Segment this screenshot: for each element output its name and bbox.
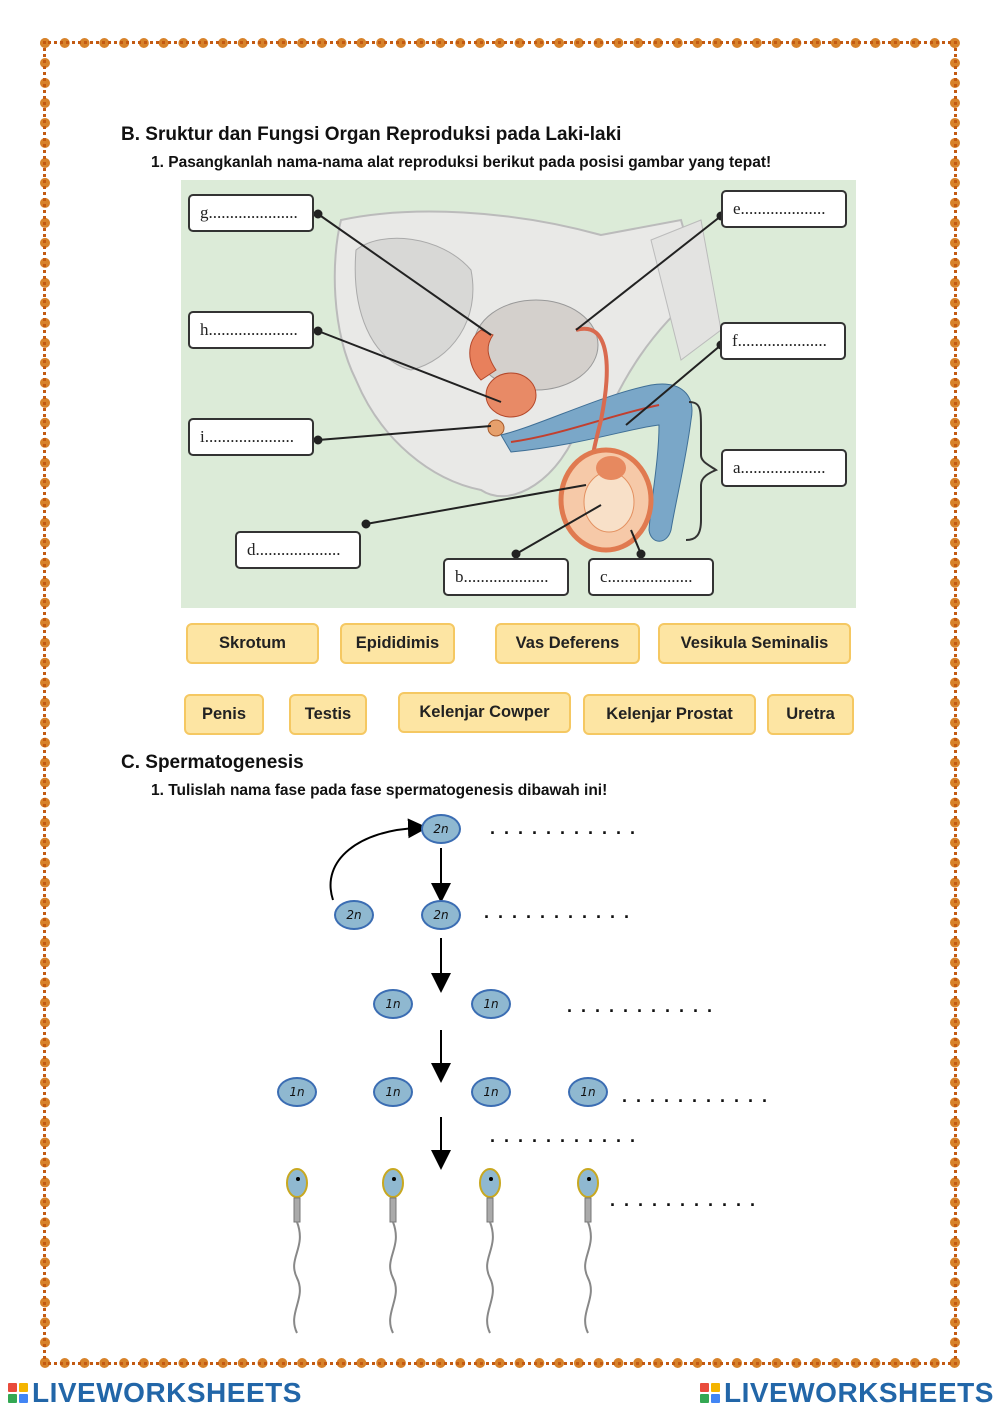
cell: 1n	[373, 1077, 413, 1107]
label-g[interactable]: g.....................	[188, 194, 314, 232]
cell: 1n	[471, 989, 511, 1019]
liveworksheets-logo-left: LIVEWORKSHEETS	[8, 1377, 302, 1409]
label-e[interactable]: e....................	[721, 190, 847, 228]
label-b[interactable]: b....................	[443, 558, 569, 596]
sperm-cells	[286, 1168, 599, 1334]
blank-answer-6[interactable]: . . . . . . . . . . .	[610, 1190, 758, 1210]
answer-tile[interactable]: Kelenjar Cowper	[398, 692, 571, 733]
answer-tile[interactable]: Penis	[184, 694, 264, 735]
liveworksheets-logo-right: LIVEWORKSHEETS	[700, 1377, 994, 1409]
blank-answer-2[interactable]: . . . . . . . . . . .	[484, 902, 632, 922]
blank-answer-5[interactable]: . . . . . . . . . . .	[490, 1126, 638, 1146]
blank-answer-1[interactable]: . . . . . . . . . . .	[490, 818, 638, 838]
brand-text: LIVEWORKSHEETS	[32, 1377, 302, 1408]
liveworksheets-logo-icon	[700, 1383, 720, 1403]
liveworksheets-logo-icon	[8, 1383, 28, 1403]
answer-tile[interactable]: Epididimis	[340, 623, 455, 664]
answer-tile[interactable]: Testis	[289, 694, 367, 735]
label-f[interactable]: f.....................	[720, 322, 846, 360]
brand-text: LIVEWORKSHEETS	[724, 1377, 994, 1408]
cell: 2n	[421, 814, 461, 844]
cell: 2n	[334, 900, 374, 930]
cell: 1n	[373, 989, 413, 1019]
anatomy-illustration	[313, 209, 726, 559]
decorative-border	[40, 38, 960, 1368]
answer-tile[interactable]: Skrotum	[186, 623, 319, 664]
section-c-question: 1. Tulislah nama fase pada fase spermato…	[151, 782, 608, 799]
blank-answer-4[interactable]: . . . . . . . . . . .	[622, 1086, 770, 1106]
answer-tile[interactable]: Vesikula Seminalis	[658, 623, 851, 664]
label-a[interactable]: a....................	[721, 449, 847, 487]
section-c-title: C. Spermatogenesis	[121, 752, 304, 773]
label-c[interactable]: c....................	[588, 558, 714, 596]
cell: 1n	[471, 1077, 511, 1107]
label-i[interactable]: i.....................	[188, 418, 314, 456]
label-d[interactable]: d....................	[235, 531, 361, 569]
section-b-title: B. Sruktur dan Fungsi Organ Reproduksi p…	[121, 124, 622, 145]
answer-tile[interactable]: Uretra	[767, 694, 854, 735]
answer-tile[interactable]: Kelenjar Prostat	[583, 694, 756, 735]
cell: 1n	[568, 1077, 608, 1107]
section-b-question: 1. Pasangkanlah nama-nama alat reproduks…	[151, 154, 772, 171]
blank-answer-3[interactable]: . . . . . . . . . . .	[567, 996, 715, 1016]
label-h[interactable]: h.....................	[188, 311, 314, 349]
cell: 2n	[421, 900, 461, 930]
cell: 1n	[277, 1077, 317, 1107]
answer-tile[interactable]: Vas Deferens	[495, 623, 640, 664]
